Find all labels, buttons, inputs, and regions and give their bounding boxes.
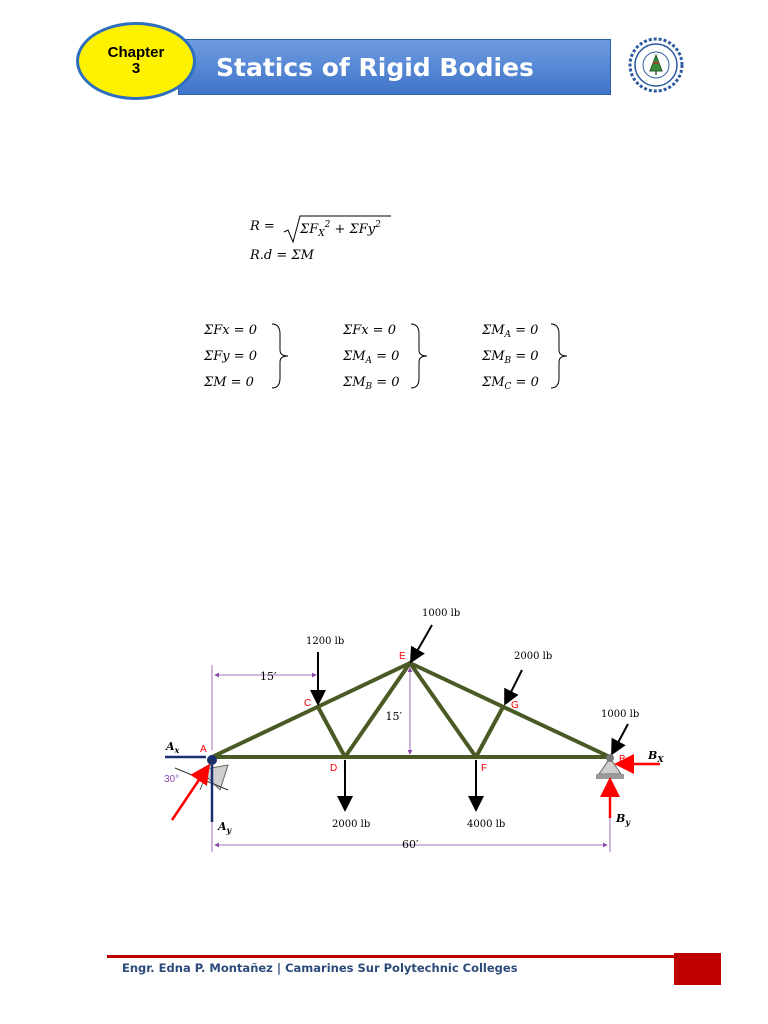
joint-F: F [481,763,487,774]
load-label-F: 4000 lb [467,819,505,830]
set1-eq3: ΣM = 0 [204,375,254,390]
support-A: 30° [164,755,229,791]
set3-eq2: ΣMB = 0 [482,349,539,366]
load-arrow-G [504,669,523,706]
label-Ay: Ay [217,820,233,835]
chapter-label: Chapter [107,44,165,61]
college-seal-icon [628,37,684,93]
set2-eq1: ΣFx = 0 [343,323,396,338]
brace-1 [271,323,289,389]
load-label-G: 2000 lb [514,651,552,662]
label-Ax: Ax [165,740,180,755]
set2-eq3: ΣMB = 0 [343,375,400,392]
truss-members [210,661,612,759]
header-bar [178,39,611,95]
set2-eq2: ΣMA = 0 [343,349,400,366]
brace-3 [550,323,568,389]
load-arrow-E [410,624,433,664]
member-AE [210,661,412,759]
joint-D: D [330,763,337,774]
set1-eq2: ΣFy = 0 [204,349,257,364]
joint-C: C [304,698,311,709]
load-arrow-B [611,723,629,756]
footer-text: Engr. Edna P. Montañez | Camarines Sur P… [122,961,518,975]
chapter-badge: Chapter 3 [76,22,196,100]
load-label-C: 1200 lb [306,636,344,647]
support-angle: 30° [164,774,179,785]
set3-eq3: ΣMC = 0 [482,375,539,392]
brace-2 [410,323,428,389]
moment-equation: R.d = ΣM [250,248,314,263]
joint-A: A [200,744,207,755]
load-label-D: 2000 lb [332,819,370,830]
label-Bx: BX [647,749,664,764]
footer-accent-box [674,953,721,985]
joint-G: G [511,700,519,711]
page-title: Statics of Rigid Bodies [216,53,534,82]
footer-rule [107,955,677,958]
joint-E: E [399,651,406,662]
set1-eq1: ΣFx = 0 [204,323,257,338]
sqrt-sign [283,215,391,244]
resultant-radicand: ΣFX2 + ΣFy2 [300,220,381,239]
label-By: By [615,812,631,827]
member-FG [474,705,505,759]
dim-height: 15′ [386,710,403,723]
load-label-B: 1000 lb [601,709,639,720]
reaction-A-inclined [170,763,210,821]
chapter-number: 3 [131,60,141,77]
member-EF [408,661,478,759]
member-EB [408,661,612,759]
dim-left-offset: 15′ [260,670,277,683]
load-label-E: 1000 lb [422,608,460,619]
member-DE [343,661,412,759]
set3-eq1: ΣMA = 0 [482,323,539,340]
dim-span: 60′ [402,838,419,851]
member-CD [316,705,347,759]
resultant-equation: R = [250,219,275,234]
truss-diagram: 15′ 15′ 60′ 1200 lb 1000 lb 2000 lb 1000… [164,608,664,852]
